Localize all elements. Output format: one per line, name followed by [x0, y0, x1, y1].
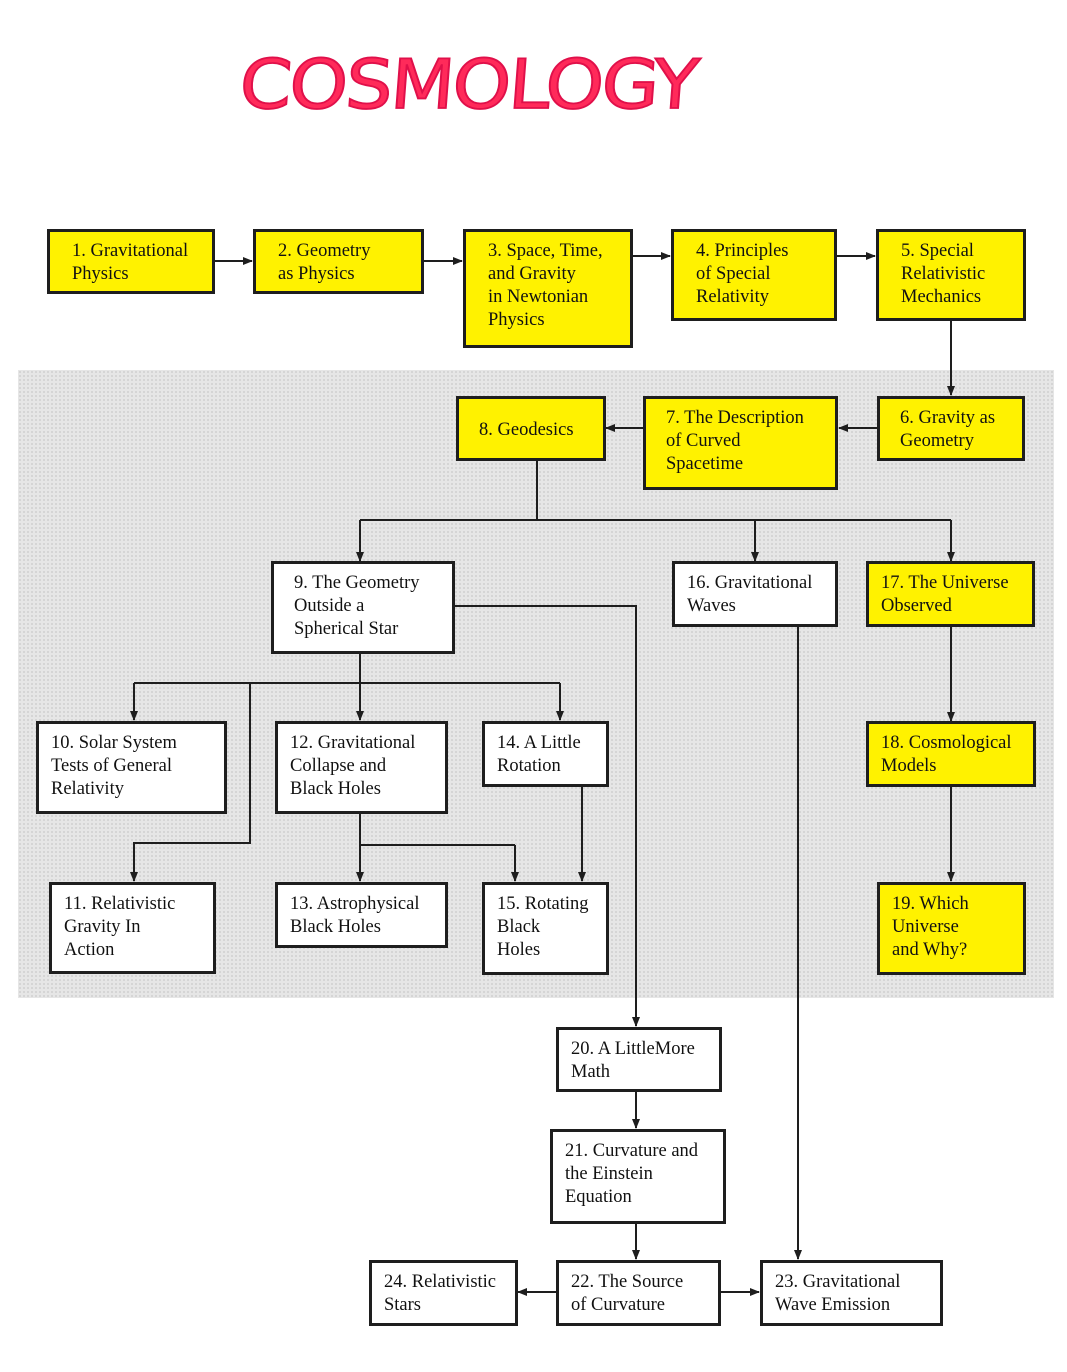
- chapter-7-label: 7. The Description of Curved Spacetime: [666, 408, 804, 474]
- chapter-12-label: 12. Gravitational Collapse and Black Hol…: [290, 733, 416, 799]
- chapter-20-box: 20. A LittleMore Math: [556, 1027, 722, 1092]
- chapter-14-label: 14. A Little Rotation: [497, 733, 581, 776]
- chapter-11-box: 11. Relativistic Gravity In Action: [49, 882, 216, 974]
- chapter-10-label: 10. Solar System Tests of General Relati…: [51, 733, 177, 799]
- chapter-7-box: 7. The Description of Curved Spacetime: [643, 396, 838, 490]
- chapter-17-label: 17. The Universe Observed: [881, 573, 1009, 616]
- chapter-10-box: 10. Solar System Tests of General Relati…: [36, 721, 227, 814]
- chapter-1-box: 1. Gravitational Physics: [47, 229, 215, 294]
- chapter-20-label: 20. A LittleMore Math: [571, 1039, 695, 1082]
- chapter-9-label: 9. The Geometry Outside a Spherical Star: [294, 573, 420, 639]
- chapter-2-box: 2. Geometry as Physics: [253, 229, 424, 294]
- chapter-1-label: 1. Gravitational Physics: [72, 241, 189, 284]
- chapter-22-label: 22. The Source of Curvature: [571, 1272, 684, 1315]
- chapter-13-label: 13. Astrophysical Black Holes: [290, 894, 420, 937]
- chapter-3-box: 3. Space, Time, and Gravity in Newtonian…: [463, 229, 633, 348]
- chapter-6-label: 6. Gravity as Geometry: [900, 408, 996, 451]
- chapter-18-box: 18. Cosmological Models: [866, 721, 1036, 787]
- chapter-19-box: 19. Which Universe and Why?: [877, 882, 1026, 975]
- chapter-18-label: 18. Cosmological Models: [881, 733, 1012, 776]
- chapter-4-box: 4. Principles of Special Relativity: [671, 229, 837, 321]
- chapter-24-box: 24. Relativistic Stars: [369, 1260, 518, 1326]
- chapter-16-box: 16. Gravitational Waves: [672, 561, 838, 627]
- chapter-15-box: 15. Rotating Black Holes: [482, 882, 609, 975]
- chapter-4-label: 4. Principles of Special Relativity: [696, 241, 789, 307]
- chapter-15-label: 15. Rotating Black Holes: [497, 894, 589, 960]
- chapter-9-box: 9. The Geometry Outside a Spherical Star: [271, 561, 455, 654]
- chapter-21-label: 21. Curvature and the Einstein Equation: [565, 1141, 699, 1207]
- chapter-23-label: 23. Gravitational Wave Emission: [775, 1272, 901, 1315]
- chapter-21-box: 21. Curvature and the Einstein Equation: [550, 1129, 726, 1224]
- chapter-13-box: 13. Astrophysical Black Holes: [275, 882, 448, 948]
- chapter-24-label: 24. Relativistic Stars: [384, 1272, 497, 1315]
- chapter-3-label: 3. Space, Time, and Gravity in Newtonian…: [488, 241, 603, 330]
- chapter-14-box: 14. A Little Rotation: [482, 721, 609, 787]
- chapter-17-box: 17. The Universe Observed: [866, 561, 1035, 627]
- chapter-5-box: 5. Special Relativistic Mechanics: [876, 229, 1026, 321]
- chapter-22-box: 22. The Source of Curvature: [556, 1260, 721, 1326]
- chapter-16-label: 16. Gravitational Waves: [687, 573, 813, 616]
- chapter-23-box: 23. Gravitational Wave Emission: [760, 1260, 943, 1326]
- chapter-5-label: 5. Special Relativistic Mechanics: [901, 241, 986, 307]
- chapter-8-box: 8. Geodesics: [456, 396, 606, 461]
- edge-c9-c11: [130, 683, 251, 882]
- chapter-2-label: 2. Geometry as Physics: [278, 241, 371, 284]
- edge-c9-c20: [454, 605, 640, 1027]
- chapter-11-label: 11. Relativistic Gravity In Action: [64, 894, 176, 960]
- chapter-19-label: 19. Which Universe and Why?: [892, 894, 969, 960]
- chapter-8-label: 8. Geodesics: [479, 420, 574, 440]
- chapter-12-box: 12. Gravitational Collapse and Black Hol…: [275, 721, 448, 814]
- chapter-6-box: 6. Gravity as Geometry: [877, 396, 1025, 461]
